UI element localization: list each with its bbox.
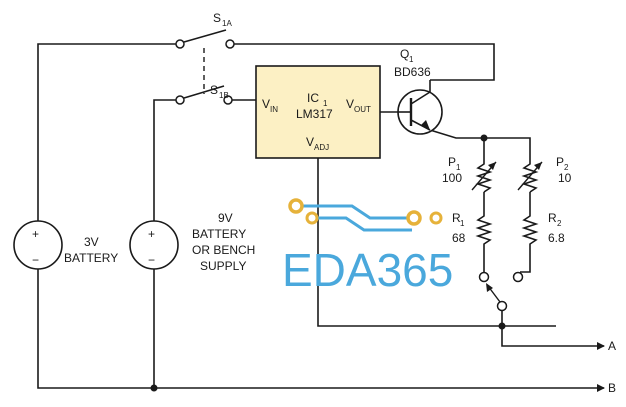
r1-sub: 1 — [460, 219, 465, 228]
wire-out-a — [501, 310, 605, 350]
ic-vadj: V — [306, 135, 314, 149]
potentiometer-p1: P 1 100 — [442, 155, 497, 193]
transistor-q1: Q 1 BD636 — [394, 47, 443, 135]
switch-s1a: S 1A — [175, 11, 235, 49]
q1-part: BD636 — [394, 65, 431, 79]
ic-name-sub: 1 — [323, 99, 328, 108]
p1-sub: 1 — [456, 163, 461, 172]
r2-value: 6.8 — [548, 231, 565, 245]
battery-3v: + − 3V BATTERY — [13, 220, 118, 270]
battery-3v-minus: − — [32, 253, 39, 267]
resistor-r1: R 1 68 — [452, 211, 493, 248]
junction-dot — [480, 134, 488, 142]
junction-dot — [150, 384, 158, 392]
wire-r2-terminal — [520, 248, 531, 273]
battery-3v-label1: 3V — [84, 235, 99, 249]
wire-3v-top — [37, 43, 176, 228]
p2-label: P — [556, 155, 564, 169]
ic-vin: V — [262, 97, 270, 111]
ic-lm317: IC 1 LM317 V IN V OUT V ADJ — [255, 65, 381, 159]
switch-s1b: S 1B — [175, 83, 233, 105]
watermark-text: EDA365 — [282, 244, 453, 296]
ic-name: IC — [307, 91, 319, 105]
p1-value: 100 — [442, 171, 462, 185]
q1-name: Q — [400, 47, 409, 61]
wire-s1a-to-q1 — [234, 43, 495, 81]
ic-part: LM317 — [296, 107, 333, 121]
wire-9v-top — [153, 99, 176, 228]
p1-label: P — [448, 155, 456, 169]
ic-vin-sub: IN — [270, 105, 278, 114]
r2-label: R — [548, 211, 557, 225]
battery-3v-plus: + — [32, 227, 39, 241]
wire-ground-b — [37, 262, 605, 392]
s1a-label: S — [213, 11, 221, 25]
battery-9v: + − 9V BATTERY OR BENCH SUPPLY — [129, 211, 255, 273]
range-switch — [478, 271, 524, 312]
junction-dot — [498, 322, 506, 330]
s1b-sub: 1B — [219, 91, 229, 100]
r1-label: R — [452, 211, 461, 225]
pcb-trace-icon — [288, 198, 443, 232]
p2-value: 10 — [558, 171, 572, 185]
s1a-sub: 1A — [222, 19, 232, 28]
p2-sub: 2 — [564, 163, 569, 172]
ic-vout-sub: OUT — [354, 105, 371, 114]
battery-9v-label3: OR BENCH — [192, 243, 255, 257]
resistor-r2: R 2 6.8 — [521, 211, 565, 248]
ic-vadj-sub: ADJ — [314, 143, 329, 152]
battery-9v-plus: + — [148, 227, 155, 241]
r1-value: 68 — [452, 231, 466, 245]
potentiometer-p2: P 2 10 — [517, 155, 572, 193]
battery-9v-label4: SUPPLY — [200, 259, 246, 273]
watermark-logo: EDA365 — [282, 198, 453, 296]
wire-q1-collector — [429, 129, 531, 160]
battery-9v-label1: 9V — [218, 211, 233, 225]
battery-3v-label2: BATTERY — [64, 251, 118, 265]
output-b-label: B — [608, 381, 616, 395]
r2-sub: 2 — [557, 219, 562, 228]
ic-vout: V — [346, 97, 354, 111]
battery-9v-minus: − — [148, 253, 155, 267]
s1b-label: S — [210, 83, 218, 97]
wires — [37, 43, 605, 392]
wire-vadj — [317, 158, 502, 327]
output-a-label: A — [608, 339, 616, 353]
q1-name-sub: 1 — [409, 55, 414, 64]
battery-9v-label2: BATTERY — [192, 227, 246, 241]
